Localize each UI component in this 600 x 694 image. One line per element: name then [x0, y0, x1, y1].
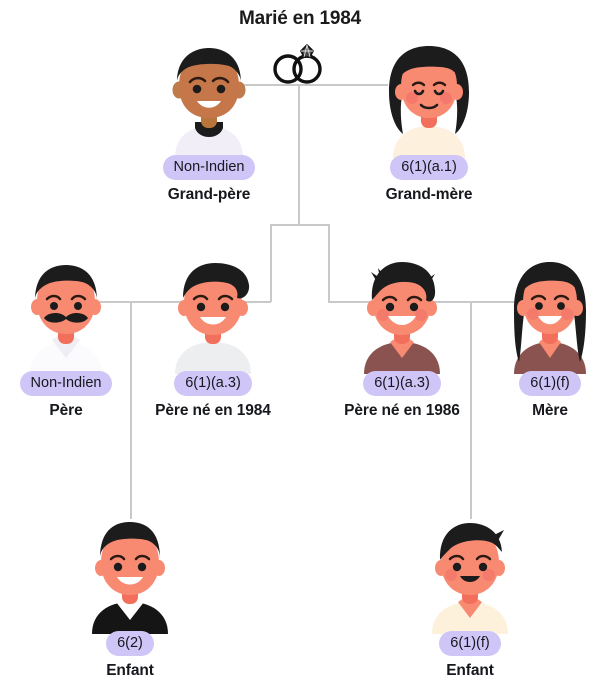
person-pere-ne-en-1986[interactable]: 6(1)(a.3) Mère Père né en 1986: [327, 258, 477, 420]
person-grand-pere[interactable]: Non-Indien Grand-père: [134, 42, 284, 204]
person-enfant-gauche[interactable]: 6(2) Enfant: [55, 518, 205, 680]
avatar-pere-ne-en-1986: [344, 258, 460, 374]
avatar-pere-ne-en-1984: [155, 258, 271, 374]
status-badge: 6(1)(a.3): [174, 371, 252, 397]
status-badge: Non-Indien: [162, 155, 256, 181]
connector-sibling-bus: [270, 224, 329, 226]
status-badge: 6(1)(a.1): [390, 155, 468, 181]
connector-branch-left: [270, 224, 272, 302]
avatar-grand-pere: [151, 42, 267, 158]
person-caption: Grand-mère: [385, 186, 473, 204]
wedding-rings-icon: [268, 43, 330, 85]
page-title: Marié en 1984: [238, 8, 362, 29]
avatar-enfant-droite: [412, 518, 528, 634]
person-pere-ne-en-1984[interactable]: 6(1)(a.3) Père né en 1984: [138, 258, 288, 420]
status-badge: 6(1)(a.3): [363, 371, 441, 397]
status-badge: 6(1)(f): [439, 631, 501, 657]
connector-marriage-drop: [298, 84, 300, 224]
connector-grandparents-spouse: [212, 84, 388, 86]
person-enfant-droite[interactable]: 6(1)(f) Enfant: [395, 518, 545, 680]
connector-left-child-drop: [130, 301, 132, 519]
person-caption: Enfant: [106, 662, 154, 680]
status-badge: Non-Indien: [19, 371, 113, 397]
person-caption: Père né en 1986: [344, 402, 460, 420]
person-caption: Grand-père: [167, 186, 251, 204]
avatar-mere: [492, 258, 600, 374]
person-caption: Père né en 1984: [155, 402, 271, 420]
connector-right-child-drop: [470, 301, 472, 519]
avatar-enfant-gauche: [72, 518, 188, 634]
person-caption: Père: [49, 402, 83, 420]
status-badge: 6(1)(f): [519, 371, 581, 397]
connector-branch-right: [328, 224, 330, 302]
avatar-pere: [8, 258, 124, 374]
person-grand-mere[interactable]: 6(1)(a.1) Grand-mère: [354, 42, 504, 204]
connector-left-couple-spouse: [65, 301, 271, 303]
status-badge: 6(2): [106, 631, 154, 657]
person-caption: Mère: [532, 402, 568, 420]
avatar-grand-mere: [371, 42, 487, 158]
person-mere[interactable]: 6(1)(f) Mère: [475, 258, 600, 420]
person-caption: Enfant: [446, 662, 494, 680]
person-pere[interactable]: Non-Indien Père: [0, 258, 141, 420]
